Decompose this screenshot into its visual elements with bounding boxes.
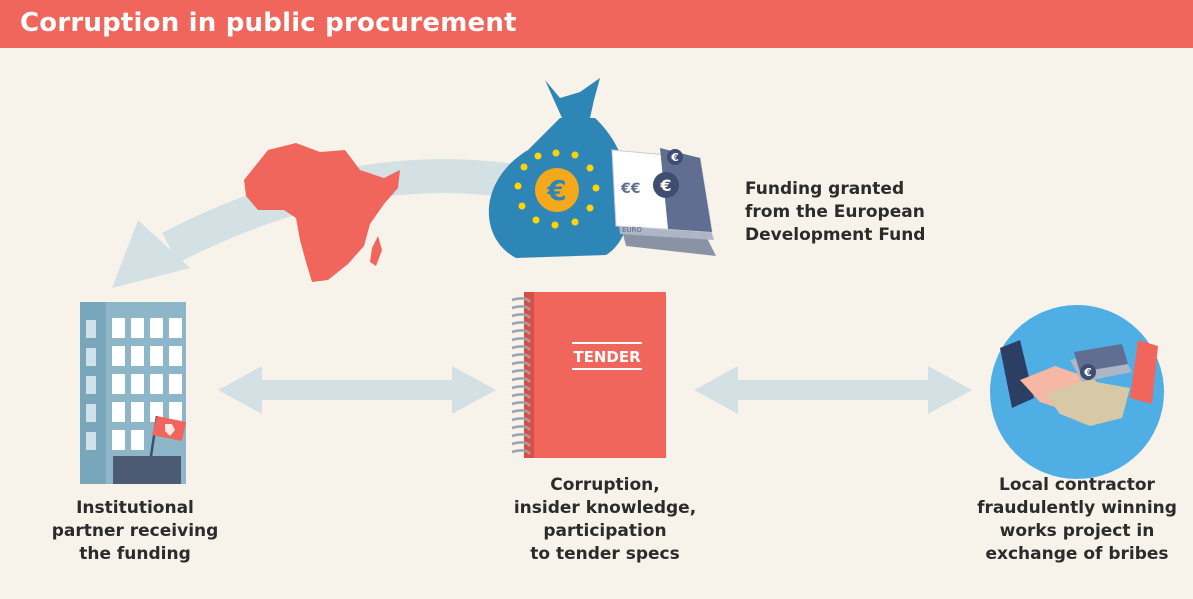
- header-bar: Corruption in public procurement: [0, 0, 1193, 48]
- institution-line-3: the funding: [79, 544, 191, 564]
- funding-line-3: Development Fund: [745, 225, 926, 245]
- funding-line-1: Funding granted: [745, 179, 905, 199]
- corruption-line-3: participation: [543, 521, 667, 541]
- handshake-icon: €: [990, 305, 1164, 479]
- building-icon: [80, 302, 186, 484]
- corruption-line-2: insider knowledge,: [513, 498, 697, 518]
- institution-line-2: partner receiving: [51, 521, 219, 541]
- page-title: Corruption in public procurement: [20, 8, 517, 38]
- funding-label: Funding granted from the European Develo…: [745, 178, 925, 247]
- bill-euro-text: EURO: [622, 226, 642, 234]
- handshake-euro: €: [1083, 366, 1092, 379]
- corruption-line-1: Corruption,: [550, 475, 660, 495]
- corruption-label: Corruption, insider knowledge, participa…: [495, 474, 715, 566]
- double-arrow-right: [694, 366, 972, 414]
- bill-euro-mark: €€: [620, 181, 640, 197]
- money-bag-icon: €: [488, 78, 631, 258]
- tender-label: TENDER: [573, 348, 641, 366]
- contractor-line-3: works project in: [999, 521, 1155, 541]
- contractor-line-1: Local contractor: [999, 475, 1155, 495]
- institution-label: Institutional partner receiving the fund…: [50, 497, 220, 566]
- contractor-line-4: exchange of bribes: [985, 544, 1169, 564]
- africa-map-icon: [244, 143, 400, 282]
- bag-euro-symbol: €: [546, 174, 566, 207]
- tender-notebook-icon: TENDER: [511, 292, 666, 458]
- bill-euro-small: €: [670, 151, 679, 164]
- contractor-label: Local contractor fraudulently winning wo…: [965, 474, 1189, 566]
- bill-euro-large: €: [659, 176, 671, 195]
- contractor-line-2: fraudulently winning: [977, 498, 1177, 518]
- double-arrow-left: [218, 366, 496, 414]
- funding-line-2: from the European: [745, 202, 925, 222]
- institution-line-1: Institutional: [76, 498, 194, 518]
- corruption-line-4: to tender specs: [530, 544, 680, 564]
- bag-stars: [514, 149, 600, 229]
- spiral-binding: [511, 297, 532, 455]
- banknotes-icon: € € €€ EURO: [611, 148, 716, 256]
